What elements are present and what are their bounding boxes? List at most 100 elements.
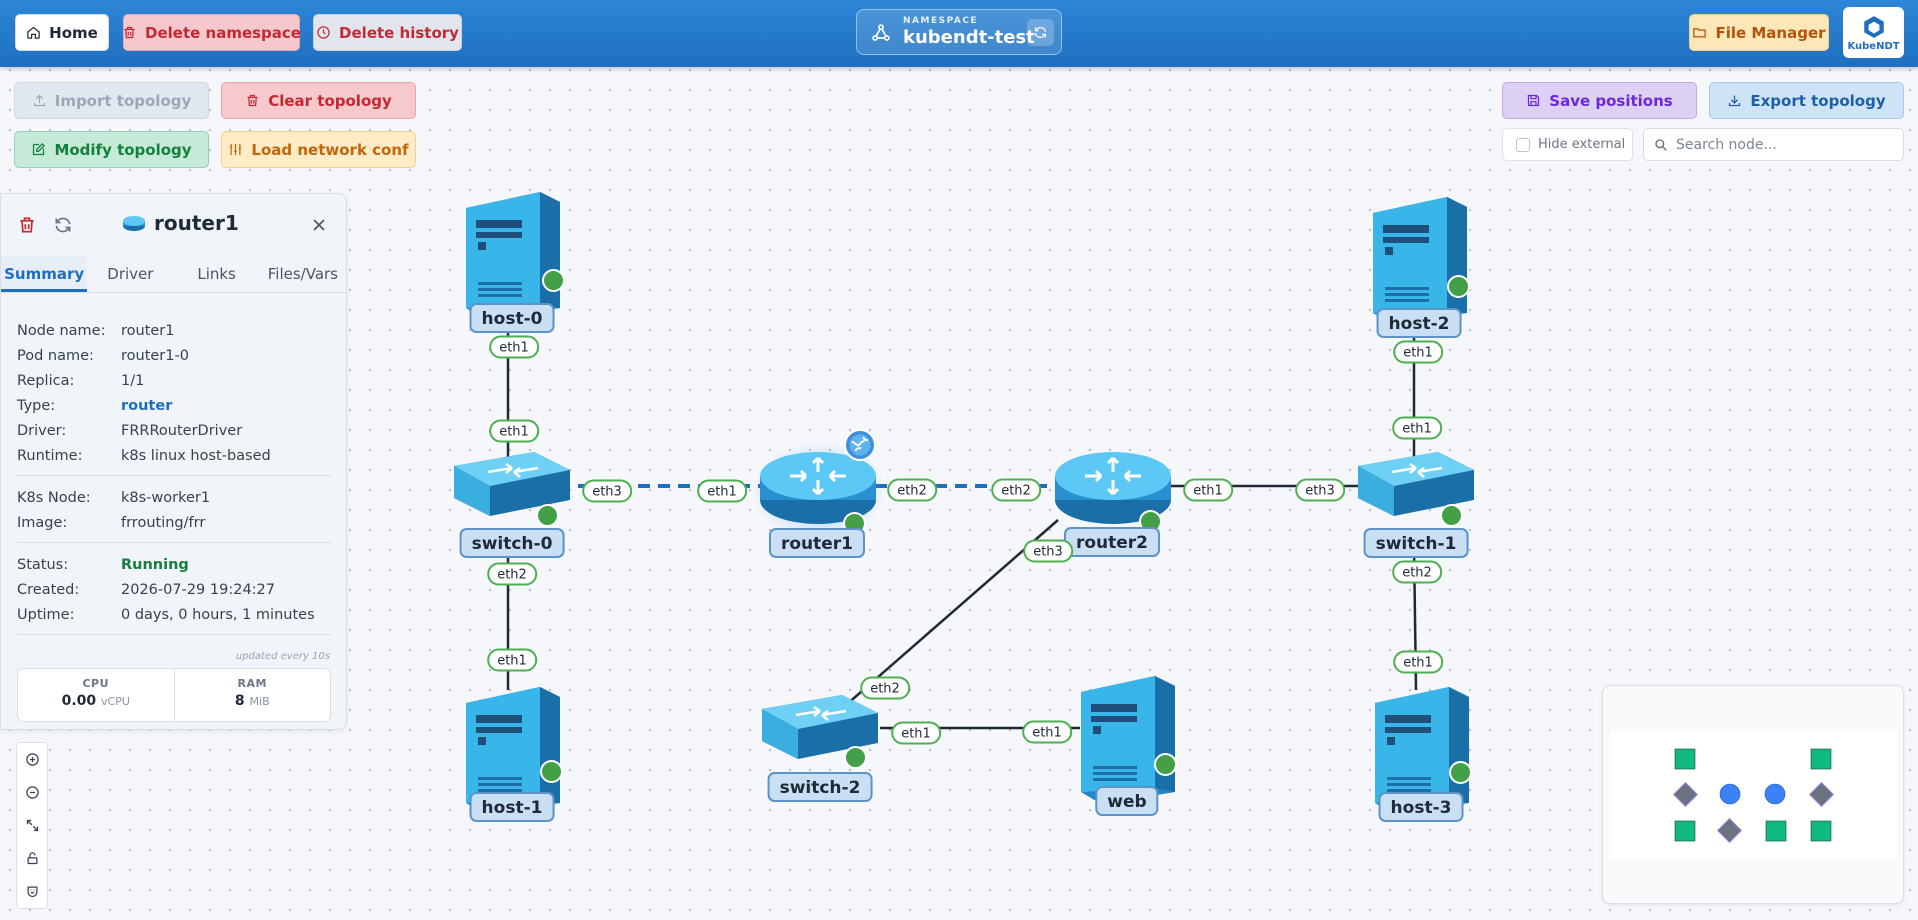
tab-files-vars[interactable]: Files/Vars — [267, 265, 338, 283]
field-label: Driver: — [17, 423, 67, 439]
if-label-switch2-eth1[interactable]: eth1 — [891, 721, 941, 745]
if-label-switch0-eth2[interactable]: eth2 — [487, 562, 537, 586]
node-host-2[interactable]: host-2 — [1367, 193, 1477, 338]
if-label-switch1-eth3[interactable]: eth3 — [1295, 478, 1345, 502]
status-dot — [536, 504, 559, 527]
field-label: Type: — [17, 398, 56, 414]
lock-button[interactable] — [17, 842, 47, 875]
field-label: K8s Node: — [17, 490, 91, 506]
hide-external-toggle[interactable]: Hide external — [1502, 128, 1633, 161]
namespace-refresh-button[interactable] — [1027, 19, 1054, 46]
download-icon — [1729, 95, 1741, 107]
field-value: k8s-worker1 — [121, 490, 211, 506]
minimap-router — [1764, 783, 1786, 805]
status-dot — [844, 746, 867, 769]
upload-icon — [33, 94, 45, 107]
panel-tabs: Summary Driver Links Files/Vars — [1, 256, 346, 293]
node-web[interactable]: web — [1075, 672, 1185, 817]
namespace-selector[interactable]: NAMESPACE kubendt-test — [856, 9, 1062, 55]
node-router2[interactable]: router2 — [1053, 448, 1175, 563]
node-label: router2 — [1063, 527, 1161, 557]
zoom-out-button[interactable] — [17, 776, 47, 809]
status-value: Running — [121, 557, 189, 573]
fit-view-button[interactable] — [17, 809, 47, 842]
delete-node-icon[interactable] — [17, 215, 37, 235]
node-host-0[interactable]: host-0 — [460, 188, 570, 333]
if-label-switch1-eth1[interactable]: eth1 — [1392, 416, 1442, 440]
minimap-switch — [1716, 817, 1743, 844]
minimap-switch — [1672, 781, 1699, 808]
node-switch-0[interactable]: switch-0 — [452, 440, 574, 562]
shield-button[interactable] — [17, 875, 47, 908]
tab-summary[interactable]: Summary — [1, 256, 88, 292]
node-switch-2[interactable]: switch-2 — [760, 683, 882, 805]
router-icon — [123, 216, 145, 231]
node-router1[interactable]: router1 — [752, 429, 886, 563]
field-label: Replica: — [17, 373, 75, 389]
ram-usage: RAM 8 MiB — [173, 669, 331, 721]
if-label-host2-eth1[interactable]: eth1 — [1393, 340, 1443, 364]
divider — [17, 475, 331, 476]
home-icon — [27, 26, 40, 39]
import-topology-button[interactable]: Import topology — [14, 82, 209, 119]
close-icon[interactable] — [309, 215, 329, 235]
home-button[interactable]: Home — [15, 14, 109, 51]
if-label-router2-eth3[interactable]: eth3 — [1023, 539, 1073, 563]
hide-external-label: Hide external — [1538, 137, 1626, 152]
if-label-web-eth1[interactable]: eth1 — [1022, 720, 1072, 744]
if-label-router2-eth2[interactable]: eth2 — [991, 478, 1041, 502]
minimap-nodes — [1672, 748, 1835, 844]
minimap-switch — [1808, 781, 1835, 808]
cpu-label: CPU — [82, 677, 110, 690]
if-label-switch2-eth2[interactable]: eth2 — [860, 676, 910, 700]
tab-links[interactable]: Links — [197, 265, 236, 283]
namespace-value: kubendt-test — [903, 27, 1035, 48]
refresh-node-icon[interactable] — [53, 215, 73, 235]
if-label-switch1-eth2[interactable]: eth2 — [1392, 560, 1442, 584]
if-label-router2-eth1[interactable]: eth1 — [1183, 478, 1233, 502]
refresh-icon — [1034, 27, 1047, 38]
search-node-box[interactable] — [1643, 128, 1904, 161]
node-detail-panel: router1 Summary Driver Links Files/Vars … — [0, 193, 347, 730]
status-dot — [1440, 504, 1463, 527]
node-host-3[interactable]: host-3 — [1369, 683, 1479, 828]
clear-topology-label: Clear topology — [268, 91, 392, 110]
if-label-switch0-eth1[interactable]: eth1 — [489, 419, 539, 443]
search-icon — [1655, 138, 1667, 151]
zoom-in-button[interactable] — [17, 743, 47, 776]
delete-namespace-label: Delete namespace — [145, 23, 301, 42]
save-positions-button[interactable]: Save positions — [1502, 82, 1697, 119]
node-host-1[interactable]: host-1 — [460, 683, 570, 828]
minimap-host — [1674, 748, 1696, 770]
kubendt-logo[interactable]: KubeNDT — [1843, 7, 1904, 58]
if-label-host3-eth1[interactable]: eth1 — [1393, 650, 1443, 674]
delete-history-button[interactable]: Delete history — [313, 14, 462, 51]
status-dot — [1449, 761, 1472, 784]
resource-usage: CPU 0.00 vCPU RAM 8 MiB — [17, 668, 331, 722]
minimap[interactable] — [1602, 685, 1904, 904]
if-label-host1-eth1[interactable]: eth1 — [487, 648, 537, 672]
field-value: 0 days, 0 hours, 1 minutes — [121, 607, 315, 623]
if-label-host0-eth1[interactable]: eth1 — [489, 335, 539, 359]
delete-namespace-button[interactable]: Delete namespace — [123, 14, 301, 51]
status-dot — [540, 760, 563, 783]
if-label-switch0-eth3[interactable]: eth3 — [582, 479, 632, 503]
trash-icon — [124, 26, 135, 39]
node-switch-1[interactable]: switch-1 — [1356, 440, 1478, 562]
clear-topology-button[interactable]: Clear topology — [221, 82, 416, 119]
if-label-router1-eth1[interactable]: eth1 — [697, 479, 747, 503]
node-label: host-1 — [469, 792, 555, 822]
clock-icon — [317, 26, 330, 39]
export-topology-button[interactable]: Export topology — [1709, 82, 1904, 119]
panel-title: router1 — [154, 211, 239, 235]
field-value: router1 — [121, 323, 175, 339]
field-label: Created: — [17, 582, 80, 598]
load-network-conf-button[interactable]: Load network conf — [221, 131, 416, 168]
file-manager-button[interactable]: File Manager — [1689, 14, 1829, 51]
tab-driver[interactable]: Driver — [107, 265, 154, 283]
if-label-router1-eth2[interactable]: eth2 — [887, 478, 937, 502]
modify-topology-button[interactable]: Modify topology — [14, 131, 209, 168]
hide-external-checkbox[interactable] — [1516, 137, 1530, 152]
export-topology-label: Export topology — [1750, 91, 1886, 110]
search-node-input[interactable] — [1676, 136, 1896, 153]
